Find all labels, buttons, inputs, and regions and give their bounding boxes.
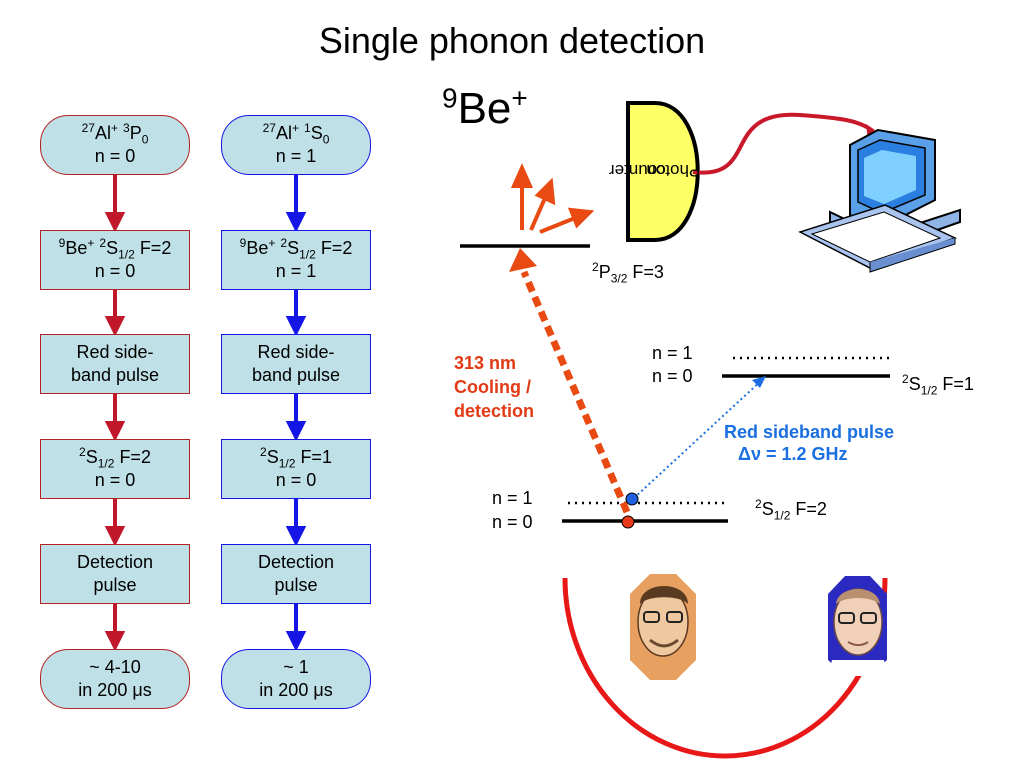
flow-right-step-1: 27Al+ 1S0 n = 1 bbox=[221, 115, 371, 175]
emission-arrows bbox=[510, 163, 595, 234]
sideband-arrow bbox=[633, 379, 763, 499]
s12f1-n0-label: n = 0 bbox=[652, 366, 693, 386]
p32-level-label: 2P3/2 F=3 bbox=[592, 260, 664, 286]
portrait-left bbox=[630, 574, 696, 680]
flow-right-step-3: Red side- band pulse bbox=[221, 334, 371, 394]
flow-right-step-4: 2S1/2 F=1 n = 0 bbox=[221, 439, 371, 499]
s12f2-level-label: 2S1/2 F=2 bbox=[755, 497, 827, 523]
computer-icon bbox=[798, 128, 961, 273]
s12f1-level-label: 2S1/2 F=1 bbox=[902, 372, 974, 398]
s12f2-n0-label: n = 0 bbox=[492, 512, 533, 532]
flow-left-step-6: ~ 4-10 in 200 μs bbox=[40, 649, 190, 709]
flow-left-step-5: Detection pulse bbox=[40, 544, 190, 604]
flow-left-step-3: Red side- band pulse bbox=[40, 334, 190, 394]
cooling-label: 313 nm Cooling / detection bbox=[454, 353, 535, 421]
s12f2-n1-label: n = 1 bbox=[492, 488, 533, 508]
blue-state-dot bbox=[625, 492, 639, 506]
page-title: Single phonon detection bbox=[318, 20, 706, 61]
photon-counter-shape bbox=[626, 101, 700, 242]
flow-right-step-5: Detection pulse bbox=[221, 544, 371, 604]
flow-right-step-2: 9Be+ 2S1/2 F=2 n = 1 bbox=[221, 230, 371, 290]
red-state-dot bbox=[621, 515, 635, 529]
flow-right-step-6: ~ 1 in 200 μs bbox=[221, 649, 371, 709]
flow-left-step-4: 2S1/2 F=2 n = 0 bbox=[40, 439, 190, 499]
flow-left-step-1: 27Al+ 3P0 n = 0 bbox=[40, 115, 190, 175]
flow-left-step-2: 9Be+ 2S1/2 F=2 n = 0 bbox=[40, 230, 190, 290]
portrait-right bbox=[828, 576, 887, 676]
s12f1-n1-label: n = 1 bbox=[652, 343, 693, 363]
ion-label: 9Be+ bbox=[442, 82, 528, 133]
cable bbox=[692, 112, 876, 175]
sideband-label: Red sideband pulse Δν = 1.2 GHz bbox=[724, 422, 895, 464]
cooling-laser-arrow bbox=[520, 270, 631, 514]
